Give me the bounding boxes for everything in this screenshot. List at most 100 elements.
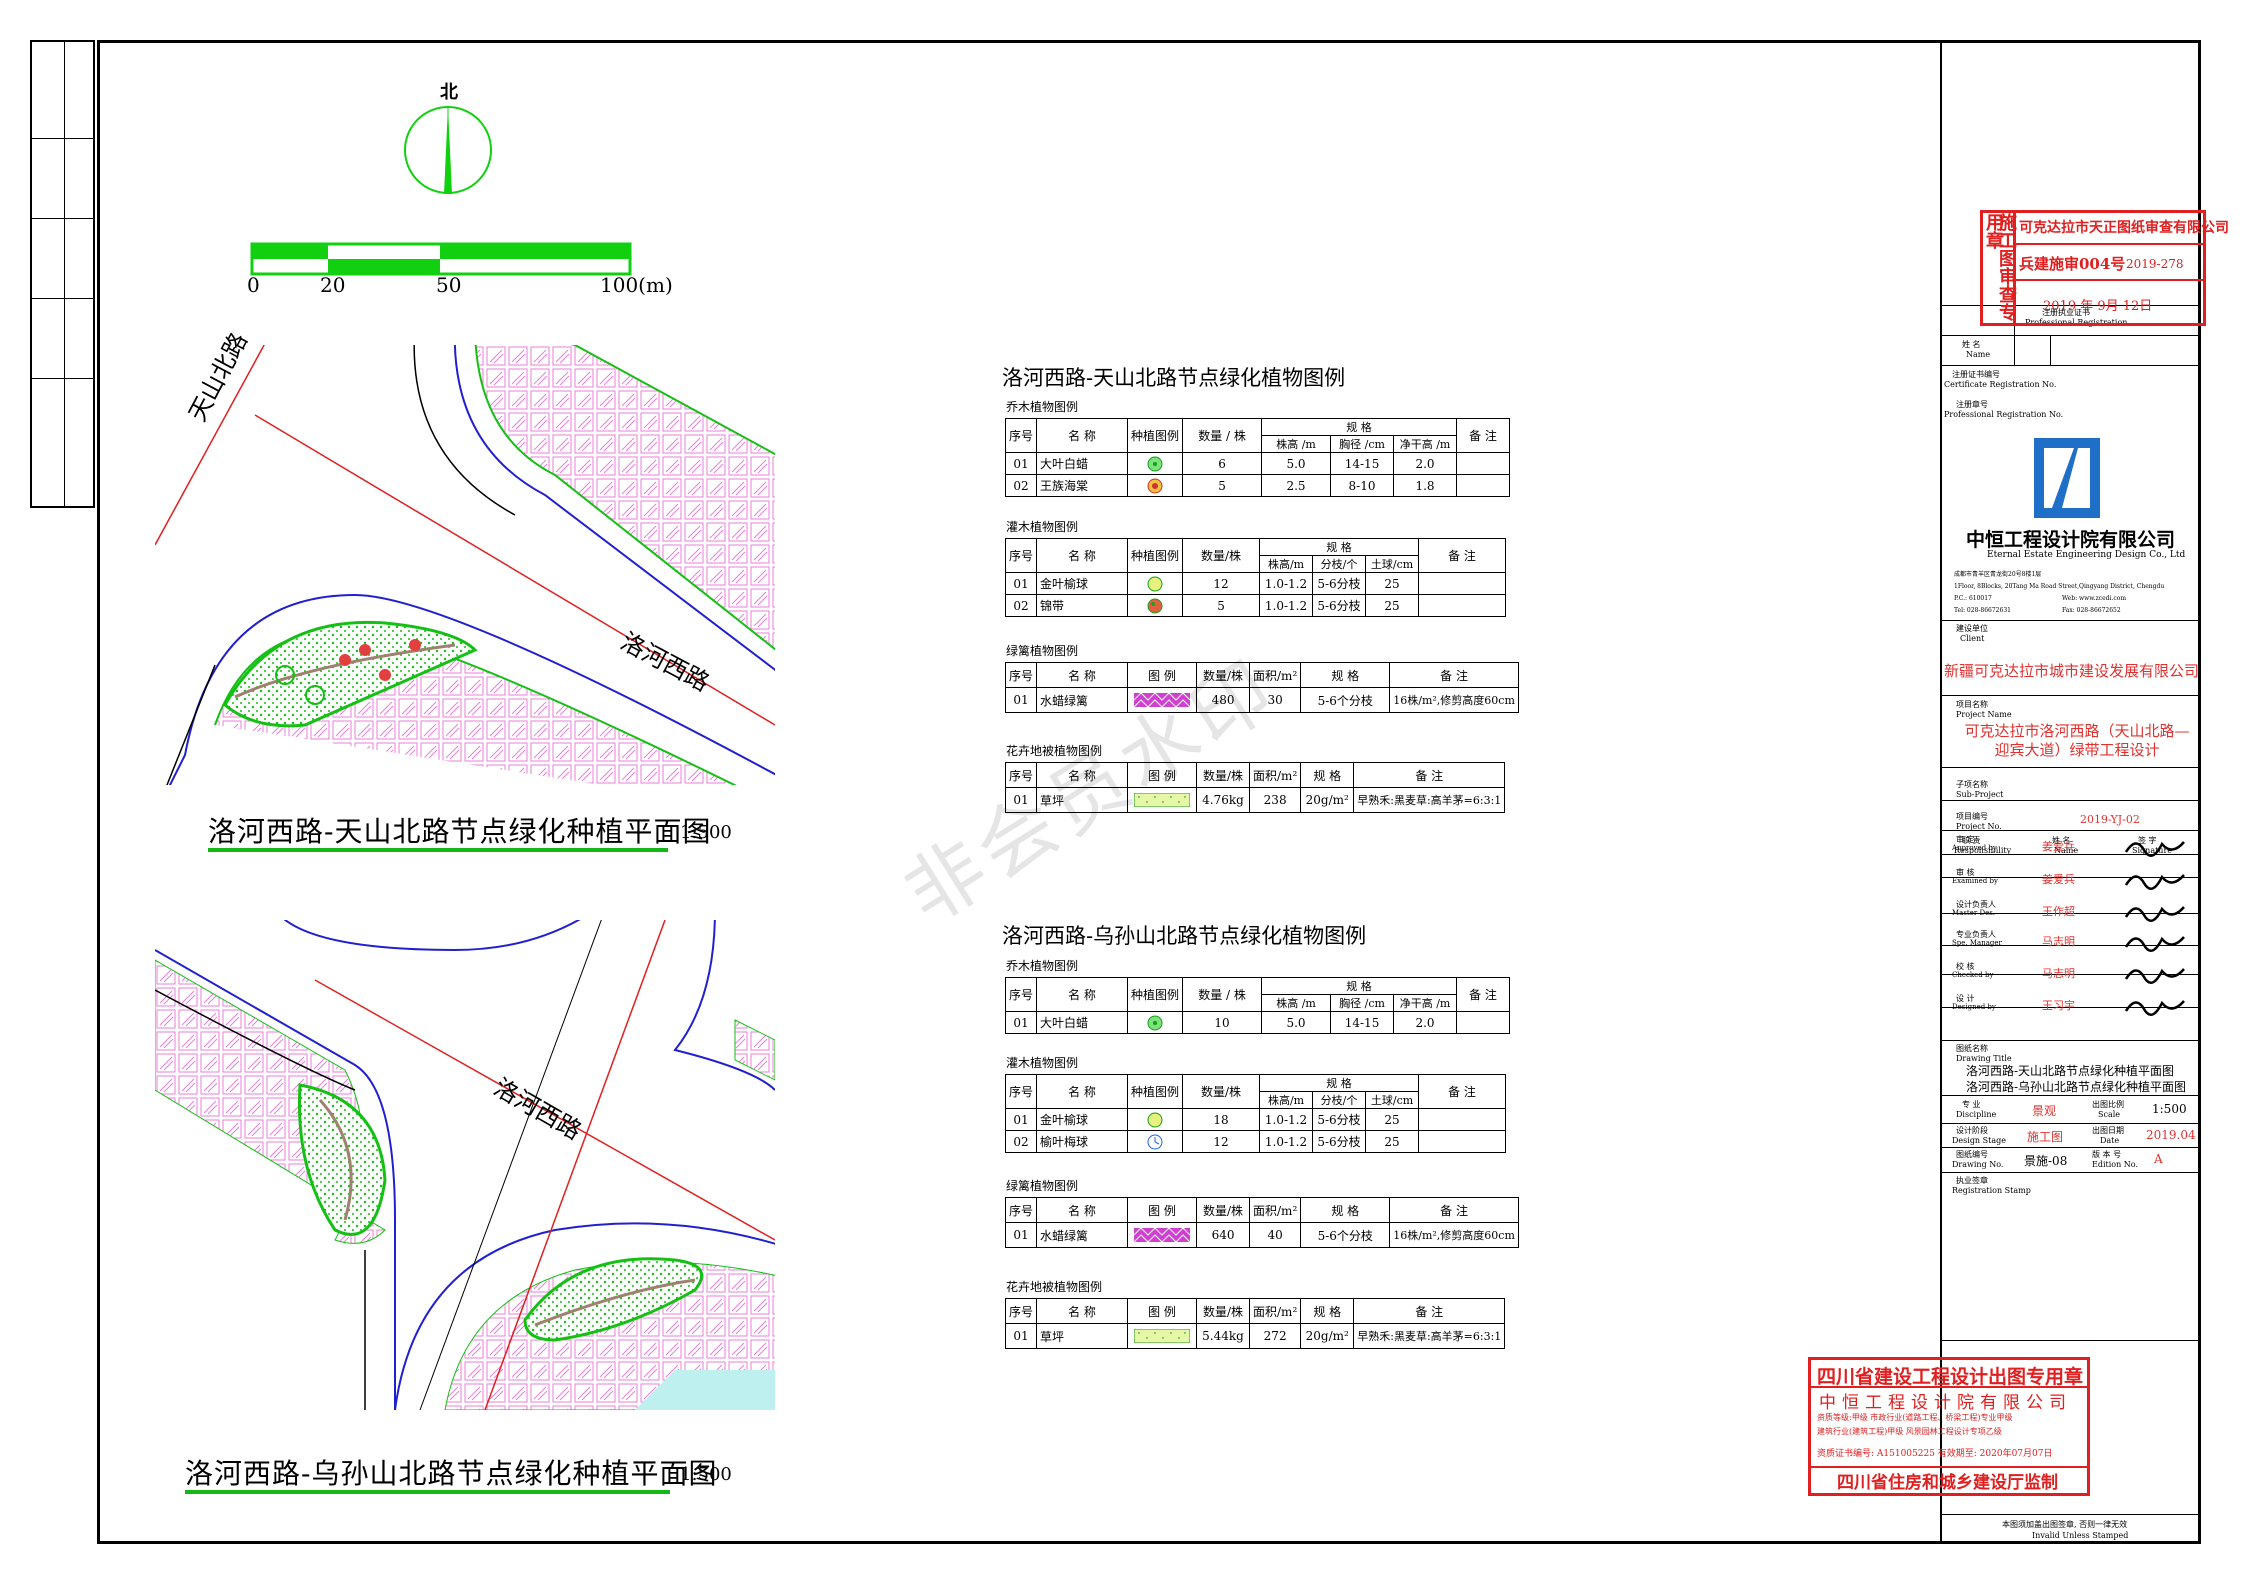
tree-symbol-icon (1147, 456, 1163, 471)
signature-icon (2124, 874, 2185, 890)
col-resp-en: Responsibility (1954, 846, 2012, 855)
date-label: 出图日期 (2092, 1126, 2124, 1135)
project-name: 可克达拉市洛河西路（天山北路—迎宾大道）绿带工程设计 (1964, 722, 2190, 759)
legend2-trees-table: 序号 名 称 种植图例 数量 / 株 规 格 备 注 株高 /m 胸径 /cm … (1004, 977, 1511, 1034)
role-title-en: Spe. Manager (1952, 939, 2002, 947)
scale-bar (250, 242, 632, 276)
project-no-label: 项目编号 (1956, 812, 1988, 821)
reg-cert-label: 注册执业证书 (2042, 308, 2090, 317)
drawing-no-label: 图纸编号 (1956, 1150, 1988, 1159)
hedge-swatch-icon (1134, 693, 1191, 708)
project-label-en: Project Name (1956, 710, 2012, 719)
cert-no-label-en: Certificate Registration No. (1944, 380, 2057, 389)
name-label-en: Name (1966, 350, 1991, 359)
review-stamp-code: 兵建施审004号 (2019, 255, 2126, 273)
shrub-ball-icon (1147, 576, 1163, 591)
review-stamp-side: 施工图审查专用章 (1983, 213, 2017, 323)
legend1-title: 洛河西路-天山北路节点绿化植物图例 (1002, 366, 1346, 390)
legend1-trees-table: 序号 名 称 种植图例 数量 / 株 规 格 备 注 株高 /m 胸径 /cm … (1004, 418, 1511, 497)
company-logo-icon (2034, 438, 2100, 518)
sichuan-stamp-body1: 资质等级:甲级 市政行业(道路工程、桥梁工程)专业甲级 (1817, 1413, 2013, 1422)
review-stamp: 施工图审查专用章 可克达拉市天正图纸审查有限公司 兵建施审004号 2019-2… (1980, 210, 2229, 326)
legend2-shrubs-table: 序号 名 称 种植图例 数量/株 规 格 备 注 株高/m 分枝/个 土球/cm… (1004, 1074, 1507, 1153)
role-title: 校 核 (1956, 962, 1975, 971)
sichuan-stamp-bottom: 四川省住房和城乡建设厅监制 (1837, 1473, 2058, 1493)
hedge-swatch-icon (1134, 1228, 1191, 1243)
role-title-en: Approved by (1952, 844, 1997, 852)
edition-label-en: Edition No. (2092, 1160, 2139, 1169)
legend2-hedge-heading: 绿篱植物图例 (1006, 1179, 1079, 1193)
cert-no-label: 注册证书编号 (1952, 370, 2000, 379)
legend1-hedge-heading: 绿篱植物图例 (1006, 644, 1079, 658)
role-person: 姜爱兵 (2042, 873, 2075, 886)
legend2-title: 洛河西路-乌孙山北路节点绿化植物图例 (1002, 924, 1367, 948)
signature-icon (2124, 1000, 2185, 1016)
plum-ball-icon (1147, 1134, 1163, 1149)
legend2-ground-heading: 花卉地被植物图例 (1006, 1280, 1103, 1294)
signature-icon (2124, 906, 2185, 922)
subproject-label: 子项名称 (1956, 780, 1988, 789)
scale-value: 1:500 (2152, 1102, 2187, 1116)
role-title: 设计负责人 (1956, 900, 1996, 909)
col-resp: 职 责 (1962, 836, 1981, 845)
drawing-no-value: 景施-08 (2024, 1154, 2068, 1168)
company-web: Web: www.zcedi.com (2062, 595, 2127, 602)
reg-cert-label-en: Professional Registration (2025, 318, 2128, 327)
edition-value: A (2154, 1152, 2163, 1166)
signature-icon (2124, 968, 2185, 984)
drawing-title-1: 洛河西路-天山北路节点绿化种植平面图 (1966, 1064, 2175, 1078)
plan-tianshan-caption: 洛河西路-天山北路节点绿化种植平面图 (208, 815, 712, 848)
date-label-en: Date (2100, 1136, 2120, 1145)
signature-icon (2124, 841, 2185, 857)
stage-label: 设计阶段 (1956, 1126, 1988, 1135)
legend2-shrubs-heading: 灌木植物图例 (1006, 1056, 1079, 1070)
company-address-en: 1Floor, 8Blocks, 20Tang Ma Road Street,Q… (1954, 583, 2165, 590)
discipline-label: 专 业 (1962, 1100, 1981, 1109)
plan-tianshan-drawing (155, 345, 775, 785)
review-stamp-org: 可克达拉市天正图纸审查有限公司 (2019, 220, 2229, 236)
legend1-ground-heading: 花卉地被植物图例 (1006, 744, 1103, 758)
plan-wusunshan-drawing (155, 920, 775, 1410)
sichuan-stamp-body2: 建筑行业(建筑工程)甲级 风景园林工程设计专项乙级 (1817, 1427, 2002, 1436)
review-stamp-date: 2019 年 9月 12日 (2043, 299, 2153, 314)
signature-icon (2124, 936, 2185, 952)
client-label: 建设单位 (1956, 624, 1988, 633)
role-title: 审 定 (1956, 835, 1975, 844)
col-name: 姓 名 (2052, 836, 2071, 845)
stamp-label-en: Registration Stamp (1952, 1186, 2031, 1195)
scale-tick-50: 50 (436, 273, 462, 297)
role-person: 王习宇 (2042, 999, 2075, 1012)
stage-value: 施工图 (2027, 1130, 2064, 1144)
drawing-title-2: 洛河西路-乌孙山北路节点绿化种植平面图 (1966, 1080, 2187, 1094)
discipline-label-en: Discipline (1956, 1110, 1997, 1119)
role-person: 王作超 (2042, 905, 2075, 918)
col-sign-en: Signature (2132, 846, 2173, 855)
role-title: 审 核 (1956, 868, 1975, 877)
scale-label-en: Scale (2098, 1110, 2121, 1119)
plan-tianshan-scale: 1:500 (680, 822, 732, 843)
project-label: 项目名称 (1956, 700, 1988, 709)
role-title-en: Checked by (1952, 971, 1994, 979)
weigela-symbol-icon (1147, 598, 1163, 613)
plan-wusunshan-underline (185, 1490, 670, 1494)
role-title-en: Examined by (1952, 877, 1998, 885)
role-title-en: Designed by (1952, 1003, 1996, 1011)
seal-no-label-en: Professional Registration No. (1944, 410, 2064, 419)
binding-strip (30, 40, 95, 508)
col-name-en: Name (2054, 846, 2079, 855)
stage-label-en: Design Stage (1952, 1136, 2006, 1145)
sichuan-stamp-cert: 资质证书编号: A151005225 有效期至: 2020年07月07日 (1817, 1449, 2053, 1459)
sichuan-stamp-top: 四川省建设工程设计出图专用章 (1817, 1366, 2084, 1388)
